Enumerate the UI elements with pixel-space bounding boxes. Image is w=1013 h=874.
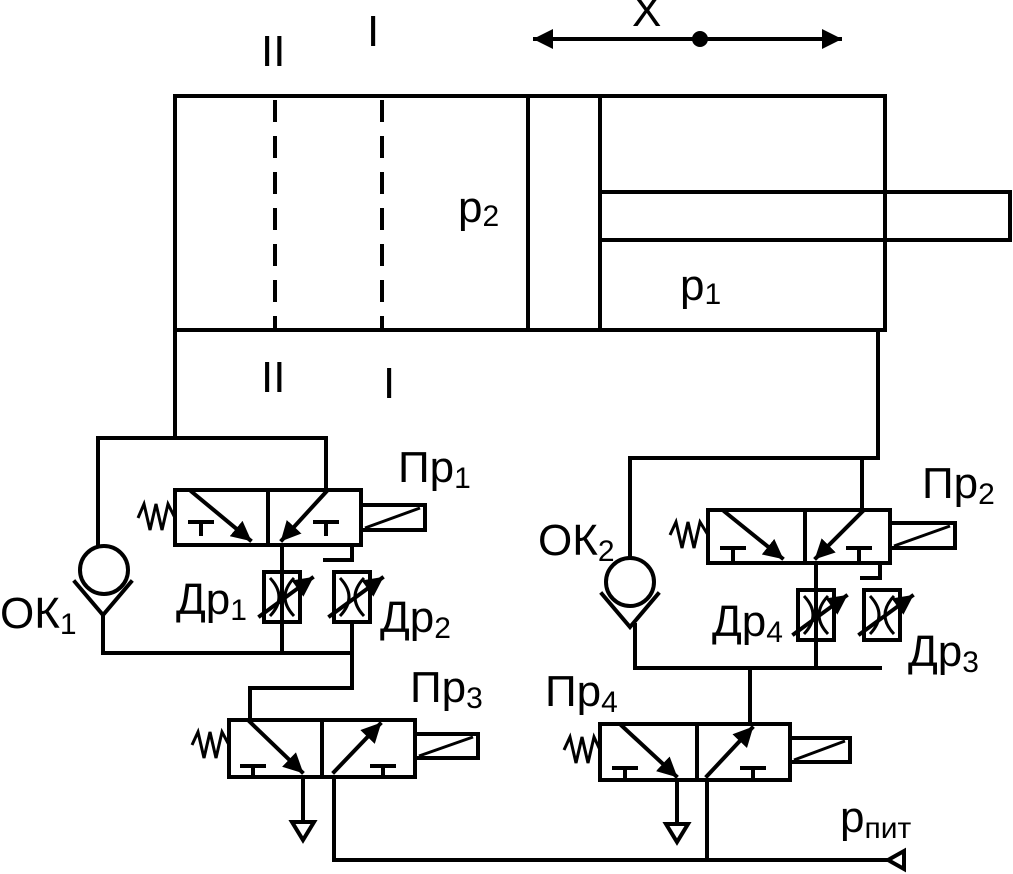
valve-pr4 <box>562 722 852 782</box>
solenoid-icon <box>788 736 852 764</box>
pneumatic-cylinder <box>173 94 1012 332</box>
exhaust-pr3 <box>288 775 318 844</box>
label-supply-pressure: pпит <box>840 793 911 845</box>
label-section-bottom-i: I <box>383 359 395 408</box>
solenoid-icon <box>413 732 480 760</box>
throttle-dr4 <box>791 588 849 642</box>
label-ok2: ОК2 <box>538 516 615 568</box>
piston-rod <box>598 190 1012 242</box>
exhaust-pr4 <box>662 778 692 846</box>
throttle-dr1 <box>257 570 315 624</box>
label-pr4: Пр4 <box>545 667 618 719</box>
label-dr4: Др4 <box>712 597 783 649</box>
left-branch-lines <box>96 328 354 722</box>
label-p1: p1 <box>680 261 721 311</box>
spring-icon <box>668 517 710 549</box>
solenoid-icon <box>888 521 957 550</box>
label-section-top-i: I <box>367 7 379 56</box>
spring-icon <box>562 732 602 764</box>
check-valve-ok1 <box>72 544 134 619</box>
throttle-dr2 <box>327 570 385 624</box>
solenoid-icon <box>359 503 427 532</box>
supply-line <box>332 775 906 873</box>
spring-icon <box>190 727 231 759</box>
valve-pr2 <box>668 508 957 565</box>
right-branch-lines <box>628 328 882 724</box>
label-ok1: ОК1 <box>0 589 77 641</box>
check-valve-ok2 <box>599 556 661 631</box>
label-dr1: Др1 <box>176 575 247 627</box>
supply-port-icon <box>883 847 906 873</box>
label-pr3: Пр3 <box>410 663 483 715</box>
label-dr2: Др2 <box>380 593 451 645</box>
label-pr2: Пр2 <box>922 459 995 511</box>
throttle-dr3 <box>857 588 915 642</box>
motion-arrow-x: X <box>533 0 842 49</box>
label-pr1: Пр1 <box>398 443 471 495</box>
label-dr3: Др3 <box>908 627 979 679</box>
label-x: X <box>632 0 661 36</box>
spring-icon <box>136 499 177 531</box>
cylinder-piston <box>526 94 602 332</box>
label-section-top-ii: II <box>261 27 285 76</box>
valve-pr3 <box>190 718 480 779</box>
valve-pr1 <box>136 488 427 547</box>
label-section-bottom-ii: II <box>261 353 285 402</box>
label-p2: p2 <box>458 183 499 233</box>
